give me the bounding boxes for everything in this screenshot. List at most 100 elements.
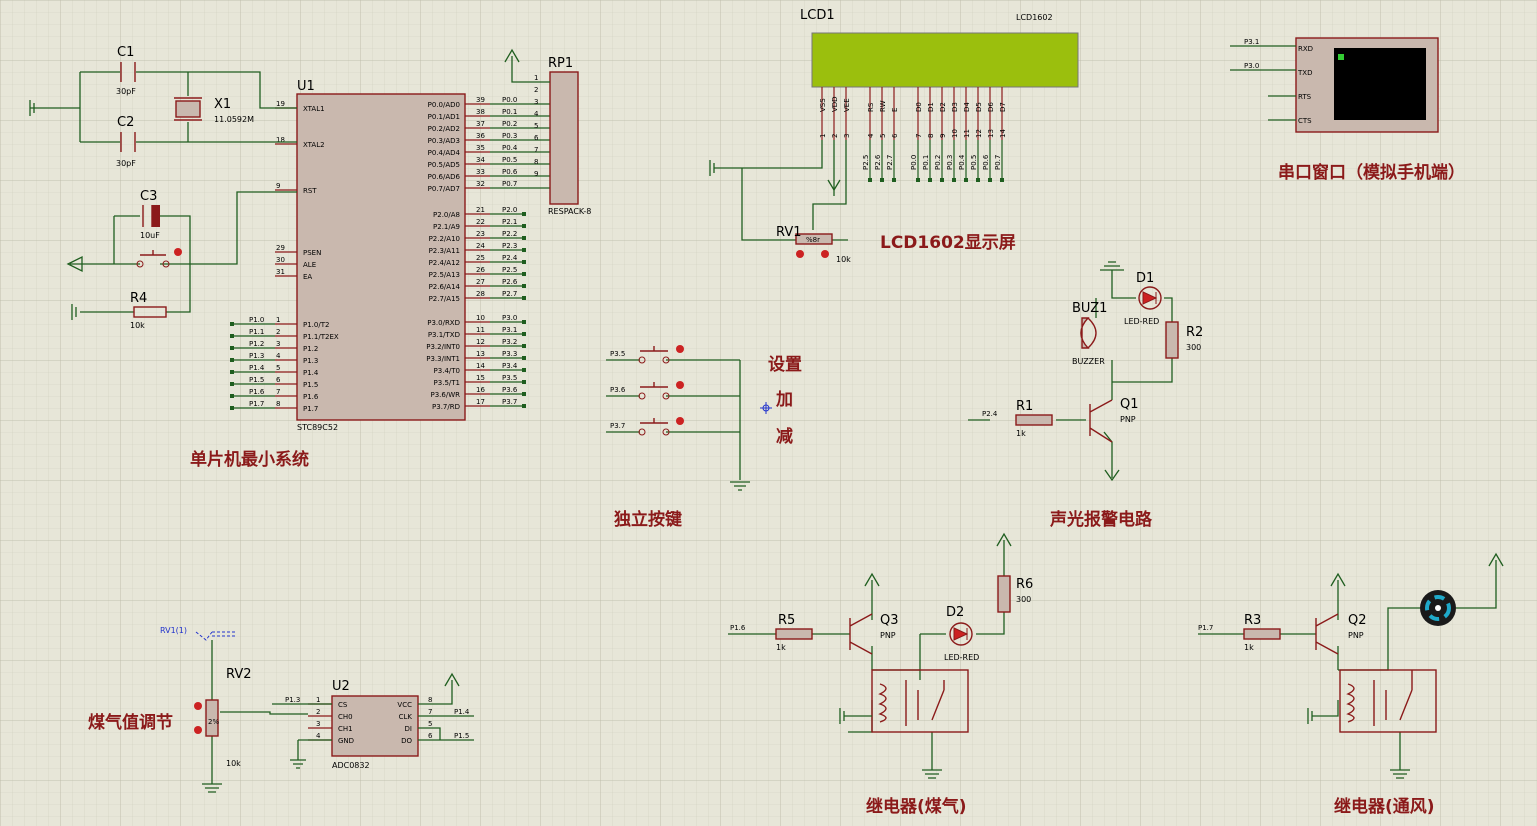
d1-led[interactable] bbox=[1138, 286, 1162, 310]
net-terminal bbox=[522, 344, 526, 348]
reset-button[interactable] bbox=[140, 250, 166, 256]
pin-number: 35 bbox=[476, 144, 485, 152]
r6-resistor[interactable] bbox=[997, 575, 1011, 613]
c1-capacitor[interactable] bbox=[120, 62, 136, 82]
key-node-b bbox=[662, 392, 670, 400]
mcu-ref: U1 bbox=[297, 79, 315, 94]
adc-pin-num-8: 8 bbox=[428, 696, 432, 704]
x1-crystal[interactable] bbox=[175, 100, 201, 118]
rv2-pot[interactable] bbox=[205, 699, 219, 737]
r4-resistor[interactable] bbox=[133, 306, 167, 318]
relay-gas-body[interactable] bbox=[871, 669, 969, 733]
pin-number: 32 bbox=[476, 180, 485, 188]
r3-resistor[interactable] bbox=[1243, 628, 1281, 640]
adc-u2-body[interactable] bbox=[331, 695, 419, 757]
pin-number: 5 bbox=[879, 134, 887, 138]
r6-power-icon bbox=[996, 532, 1012, 547]
c2-capacitor[interactable] bbox=[120, 132, 136, 152]
r5-resistor[interactable] bbox=[775, 628, 813, 640]
section-title-relay-fan: 继电器(通风) bbox=[1334, 796, 1435, 817]
key-node-a bbox=[638, 356, 646, 364]
q3-transistor[interactable] bbox=[849, 613, 873, 655]
rv2-ground-icon bbox=[202, 783, 222, 793]
key-button-3[interactable]: P3.7 bbox=[606, 417, 740, 436]
net-terminal bbox=[916, 178, 920, 182]
key-button-1[interactable]: P3.5 bbox=[606, 345, 740, 364]
rp1-body[interactable] bbox=[549, 71, 579, 205]
mcu-pin-8[interactable]: 8P1.7P1.7 bbox=[230, 400, 318, 413]
mcu-pin-3[interactable]: 3P1.2P1.2 bbox=[230, 340, 318, 353]
net-label: P3.2 bbox=[502, 338, 517, 346]
mcu-pin-5[interactable]: 5P1.4P1.4 bbox=[230, 364, 319, 377]
r1-resistor[interactable] bbox=[1015, 414, 1053, 426]
mcu-pin-4[interactable]: 4P1.3P1.3 bbox=[230, 352, 318, 365]
lcd-power-wires bbox=[714, 140, 848, 241]
q1-transistor[interactable] bbox=[1089, 399, 1113, 443]
rp1-pin-9: 9 bbox=[534, 170, 538, 178]
mcu-pin-7[interactable]: 7P1.6P1.6 bbox=[230, 388, 319, 401]
pin-name: P3.1/TXD bbox=[428, 331, 460, 339]
mcu-pin-6[interactable]: 6P1.5P1.5 bbox=[230, 376, 318, 389]
net-terminal bbox=[522, 248, 526, 252]
c3-value: 10uF bbox=[140, 231, 160, 240]
net-label: P1.5 bbox=[249, 376, 264, 384]
d2-led[interactable] bbox=[949, 622, 973, 646]
key-button-2[interactable]: P3.6 bbox=[606, 381, 740, 400]
relay-fan-body[interactable] bbox=[1339, 669, 1437, 733]
r2-resistor[interactable] bbox=[1165, 321, 1179, 359]
rv1-pot[interactable] bbox=[795, 233, 833, 245]
lcd-screen[interactable] bbox=[811, 32, 1079, 88]
pin-name: P2.3/A11 bbox=[429, 247, 460, 255]
q2-transistor[interactable] bbox=[1315, 613, 1339, 655]
x1-plates bbox=[174, 97, 202, 121]
pin-name: XTAL2 bbox=[303, 141, 325, 149]
mcu-u1-body[interactable] bbox=[296, 93, 466, 421]
